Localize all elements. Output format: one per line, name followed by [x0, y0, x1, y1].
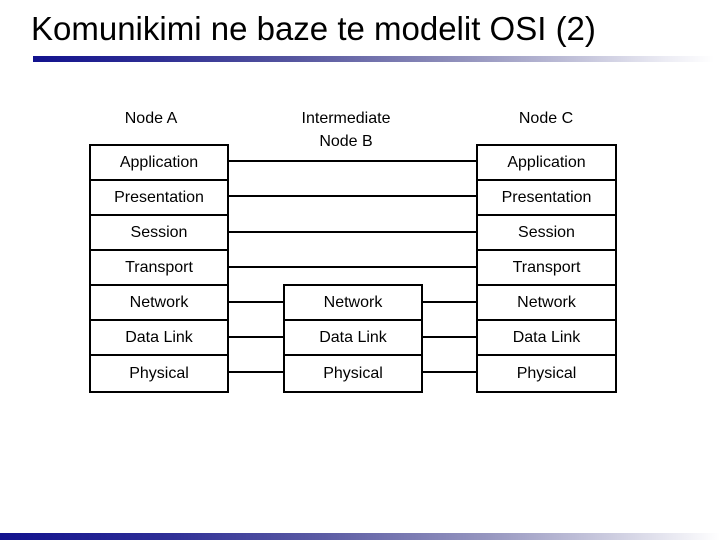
connector-line-session — [229, 231, 476, 233]
node-b-label: Intermediate Node B — [276, 107, 416, 153]
layer-box: Physical — [91, 356, 227, 391]
node-b-label-line2: Node B — [319, 133, 373, 150]
page-title: Komunikimi ne baze te modelit OSI (2) — [31, 10, 596, 47]
connector-line-physical-right — [423, 371, 476, 373]
footer-bar — [0, 533, 720, 540]
connector-line-physical-left — [229, 371, 283, 373]
layer-box: Network — [91, 286, 227, 321]
node-b-stack: Network Data Link Physical — [283, 284, 423, 393]
node-c-label: Node C — [518, 110, 574, 127]
layer-box: Transport — [478, 251, 615, 286]
layer-box: Application — [478, 146, 615, 181]
layer-box: Physical — [285, 356, 421, 391]
title-underline-bar — [33, 56, 714, 62]
node-b-label-line1: Intermediate — [301, 110, 391, 127]
layer-box: Transport — [91, 251, 227, 286]
node-a-stack: Application Presentation Session Transpo… — [89, 144, 229, 393]
connector-line-datalink-right — [423, 336, 476, 338]
connector-line-transport — [229, 266, 476, 268]
layer-box: Session — [91, 216, 227, 251]
layer-box: Application — [91, 146, 227, 181]
layer-box: Presentation — [478, 181, 615, 216]
connector-line-datalink-left — [229, 336, 283, 338]
layer-box: Presentation — [91, 181, 227, 216]
connector-line-network-left — [229, 301, 283, 303]
layer-box: Data Link — [285, 321, 421, 356]
connector-line-network-right — [423, 301, 476, 303]
layer-box: Network — [478, 286, 615, 321]
layer-box: Physical — [478, 356, 615, 391]
connector-line-presentation — [229, 195, 476, 197]
connector-line-application — [229, 160, 476, 162]
layer-box: Data Link — [91, 321, 227, 356]
node-a-label: Node A — [124, 110, 178, 127]
layer-box: Data Link — [478, 321, 615, 356]
layer-box: Session — [478, 216, 615, 251]
node-c-stack: Application Presentation Session Transpo… — [476, 144, 617, 393]
layer-box: Network — [285, 286, 421, 321]
